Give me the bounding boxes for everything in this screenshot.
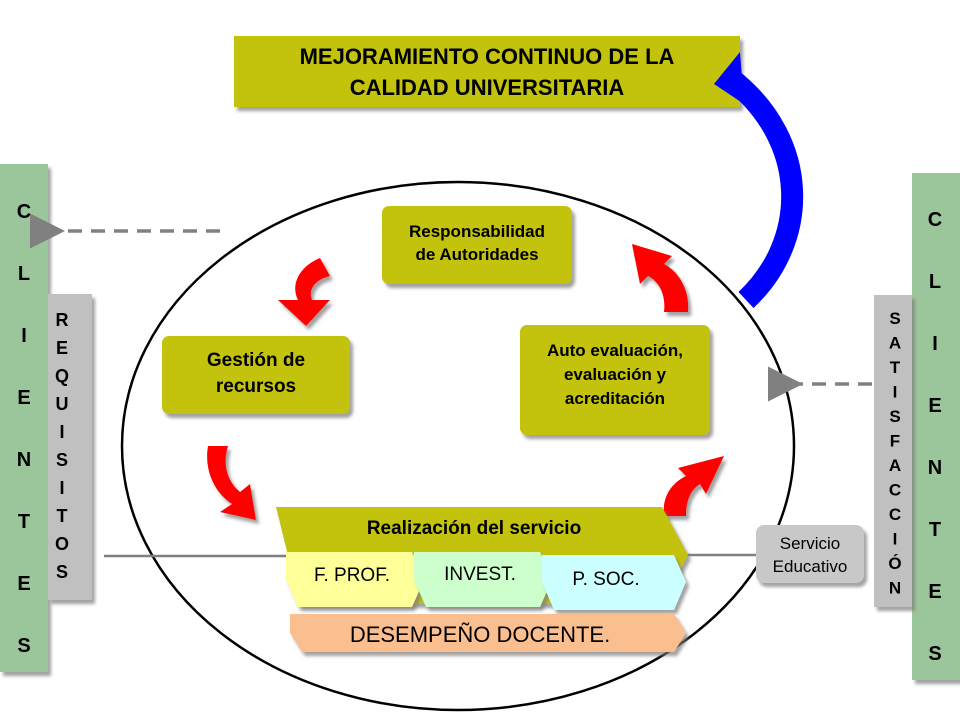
- realizacion-label: Realización del servicio: [367, 518, 581, 539]
- clientes-right-column: [912, 173, 960, 680]
- cycle-arrow-bottom-right: [663, 456, 724, 516]
- gestion-line-1: Gestión de: [207, 350, 305, 371]
- clientes-right-letter: E: [928, 395, 941, 417]
- satisfaccion-letter: C: [889, 505, 901, 524]
- satisfaccion-letter: S: [889, 309, 900, 328]
- fprof-chevron: [286, 552, 424, 607]
- servicio-line-2: Educativo: [773, 557, 848, 576]
- clientes-left-letter: S: [17, 635, 30, 657]
- requisitos-letter: E: [56, 338, 68, 358]
- satisfaccion-letter: N: [889, 579, 901, 598]
- autoevaluacion-line-1: Auto evaluación,: [547, 341, 683, 360]
- requisitos-letter: O: [55, 534, 69, 554]
- invest-chevron: [414, 552, 552, 607]
- satisfaccion-letter: I: [893, 383, 898, 402]
- requisitos-letter: U: [56, 394, 69, 414]
- servicio-box: [756, 525, 864, 583]
- clientes-left-letter: C: [17, 201, 31, 223]
- satisfaccion-column: [874, 295, 912, 607]
- clientes-left-letter: L: [18, 263, 30, 285]
- responsabilidad-line-2: de Autoridades: [415, 245, 538, 264]
- cycle-arrow-top-left: [278, 258, 330, 326]
- responsabilidad-box: [382, 206, 572, 284]
- clientes-right-letter: C: [928, 209, 942, 231]
- satisfaccion-letter: F: [890, 432, 900, 451]
- satisfaccion-letter: C: [889, 481, 901, 500]
- gestion-box: [162, 336, 350, 414]
- title-line-2: CALIDAD UNIVERSITARIA: [350, 75, 625, 100]
- requisitos-letter: T: [57, 506, 68, 526]
- satisfaccion-letter: I: [893, 530, 898, 549]
- clientes-right-letters: C L I E N T E S: [928, 209, 942, 665]
- cycle-arrow-bottom-left: [207, 446, 256, 520]
- requisitos-letter: S: [56, 450, 68, 470]
- cycle-arrow-top-right: [632, 244, 689, 312]
- satisfaccion-letter: S: [889, 407, 900, 426]
- requisitos-letter: I: [59, 422, 64, 442]
- clientes-left-letter: I: [21, 325, 27, 347]
- clientes-left-letter: T: [18, 511, 30, 533]
- clientes-right-letter: L: [929, 271, 941, 293]
- clientes-left-letters: C L I E N T E S: [17, 201, 31, 657]
- process-ellipse: [120, 180, 796, 712]
- satisfaccion-letter: A: [889, 456, 901, 475]
- improvement-arrow-shaft: [723, 69, 804, 309]
- clientes-right-letter: E: [928, 581, 941, 603]
- requisitos-column: [48, 294, 92, 600]
- satisfaccion-letter: Ó: [888, 554, 901, 573]
- clientes-right-letter: I: [932, 333, 938, 355]
- clientes-right-letter: N: [928, 457, 942, 479]
- fprof-label: F. PROF.: [314, 565, 390, 586]
- satisfaccion-letter: A: [889, 334, 901, 353]
- gestion-line-2: recursos: [216, 376, 296, 397]
- autoevaluacion-box: [520, 325, 710, 435]
- invest-label: INVEST.: [444, 564, 516, 585]
- psoc-label: P. SOC.: [572, 569, 639, 590]
- requisitos-letter: Q: [55, 366, 69, 386]
- clientes-left-letter: N: [17, 449, 31, 471]
- clientes-left-column: [0, 164, 48, 672]
- clientes-right-letter: S: [928, 643, 941, 665]
- servicio-line-1: Servicio: [780, 534, 840, 553]
- satisfaccion-letter: T: [890, 358, 901, 377]
- improvement-arrow-head: [714, 52, 744, 104]
- title-line-1: MEJORAMIENTO CONTINUO DE LA: [300, 44, 675, 69]
- autoevaluacion-line-2: evaluación y: [564, 365, 667, 384]
- autoevaluacion-line-3: acreditación: [565, 389, 665, 408]
- responsabilidad-line-1: Responsabilidad: [409, 222, 545, 241]
- clientes-left-letter: E: [17, 387, 30, 409]
- title-box: [234, 36, 740, 107]
- desempeno-label: DESEMPEÑO DOCENTE.: [350, 622, 610, 647]
- psoc-chevron: [542, 555, 686, 610]
- desempeno-chevron: [290, 614, 686, 652]
- requisitos-letter: I: [59, 478, 64, 498]
- requisitos-letter: S: [56, 562, 68, 582]
- requisitos-letter: R: [56, 310, 69, 330]
- clientes-right-letter: T: [929, 519, 941, 541]
- clientes-left-letter: E: [17, 573, 30, 595]
